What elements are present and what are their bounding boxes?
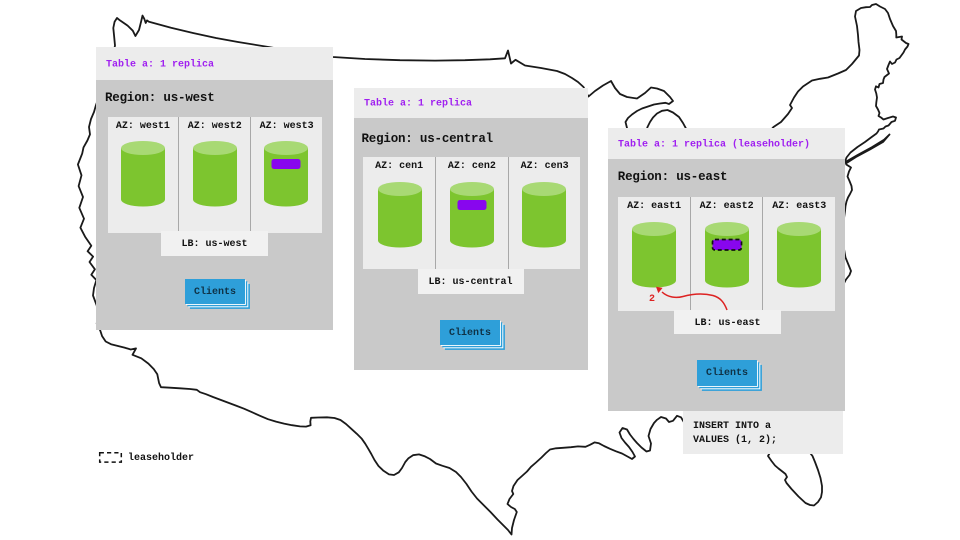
svg-text:2: 2 [649, 294, 655, 305]
